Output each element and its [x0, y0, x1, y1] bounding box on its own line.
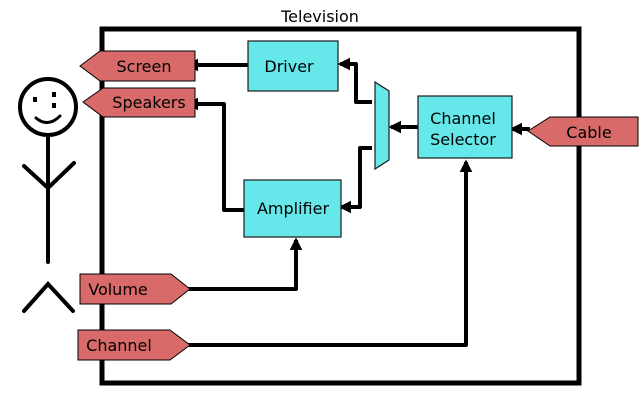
- amplifier-label: Amplifier: [257, 199, 330, 218]
- speakers-port-label: Speakers: [112, 93, 185, 112]
- driver-label: Driver: [264, 57, 314, 76]
- speakers-port: Speakers: [82, 87, 196, 118]
- screen-port: Screen: [79, 50, 196, 82]
- channel-port: Channel: [77, 329, 191, 361]
- volume-port-label: Volume: [88, 280, 148, 299]
- channel-selector-block: Channel Selector: [417, 95, 513, 159]
- volume-port: Volume: [79, 273, 191, 305]
- stick-figure-icon: [18, 77, 78, 313]
- cable-port: Cable: [527, 116, 639, 147]
- mux-to-driver-wire: [337, 57, 372, 104]
- channel-selector-label-line1: Channel: [430, 109, 496, 128]
- screen-port-label: Screen: [116, 57, 171, 76]
- amplifier-block: Amplifier: [243, 179, 342, 238]
- television-boundary: [99, 26, 582, 386]
- amplifier-to-speakers-wire: [185, 97, 244, 212]
- channel-to-selector-wire: [186, 159, 473, 347]
- channel-port-label: Channel: [86, 336, 152, 355]
- diagram-title: Television: [280, 7, 359, 26]
- volume-to-amplifier-wire: [186, 237, 303, 291]
- mux-to-amplifier-wire: [338, 146, 372, 214]
- channel-selector-label-line2: Selector: [430, 130, 496, 149]
- cable-port-label: Cable: [566, 123, 611, 142]
- driver-block: Driver: [247, 40, 339, 92]
- multiplexer-icon: [374, 80, 390, 171]
